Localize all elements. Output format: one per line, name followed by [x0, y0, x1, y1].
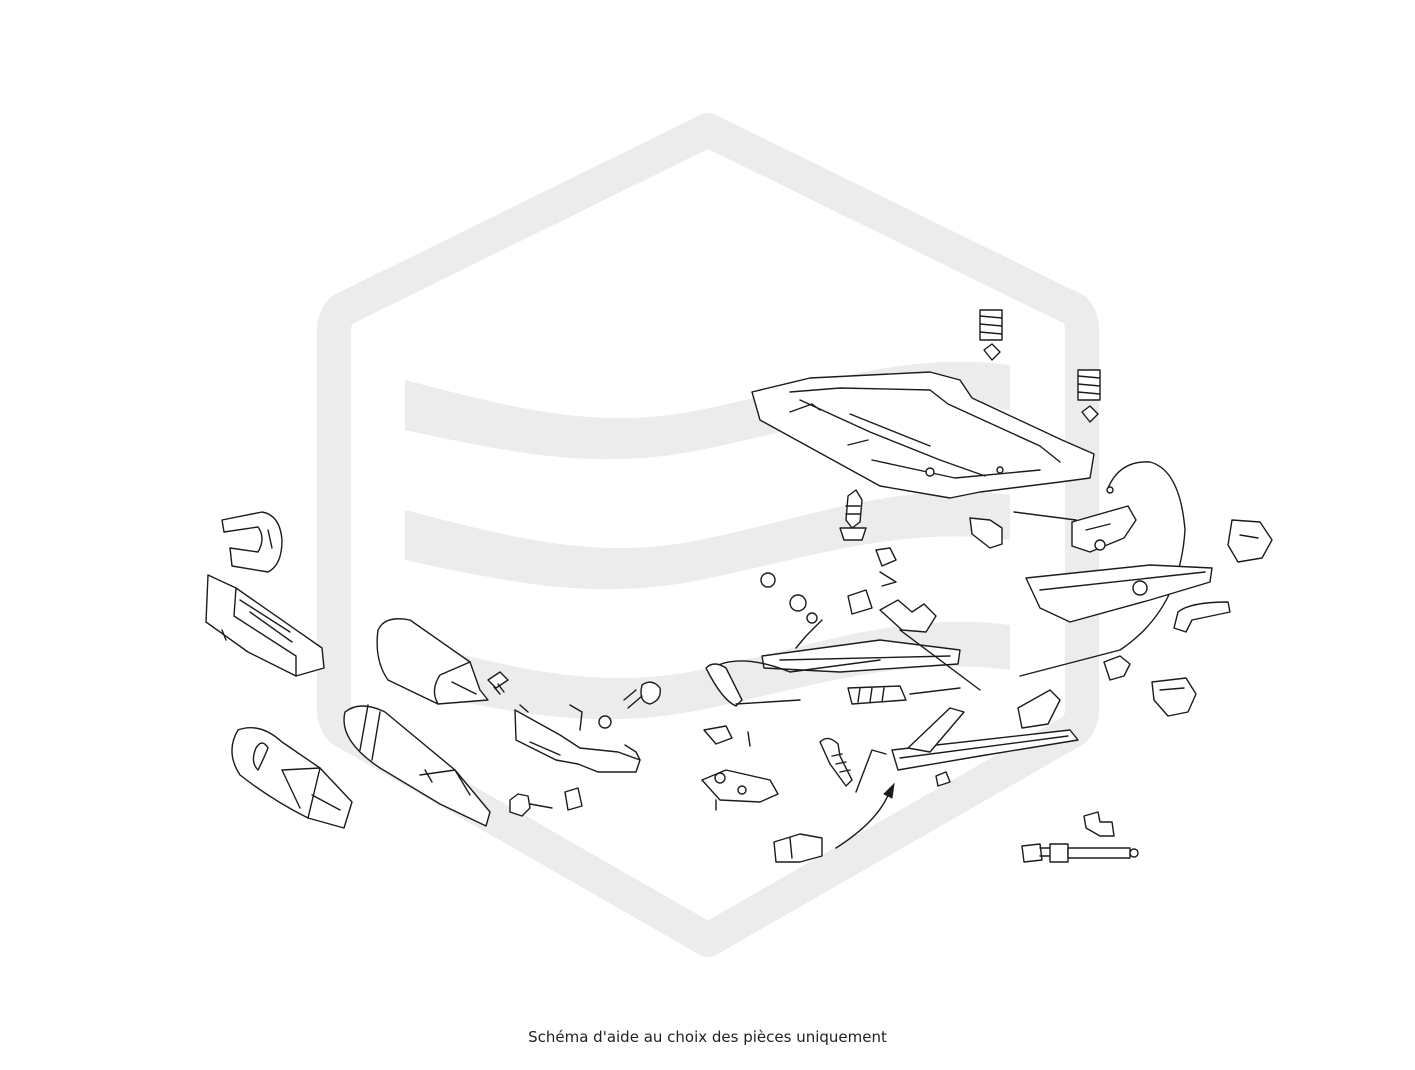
watermark-wave-2: [405, 491, 1010, 590]
clip-connector-part: [1103, 655, 1197, 717]
seat-frame-upper-part: [751, 371, 1095, 499]
actuator-bracket-part: [1071, 505, 1137, 553]
airbag-module-part: [231, 727, 353, 829]
watermark-hexagon-icon: [317, 113, 1099, 957]
hexagon-logo-watermark: [317, 113, 1099, 957]
bolt-flange-part: [509, 787, 583, 817]
spring-top-2-part: [1077, 369, 1101, 423]
spring-link-part: [847, 685, 961, 705]
screw-long-part: [839, 489, 867, 541]
bracket-plate-part: [514, 704, 641, 773]
side-trim-rail-part: [1025, 564, 1213, 623]
cable-wire-part: [1019, 461, 1186, 677]
bolt-hex-part: [969, 511, 1077, 549]
assembly-arrow-icon: [835, 782, 895, 849]
plug-small-part: [875, 547, 897, 587]
pin-small-part: [935, 771, 951, 787]
screw-small-1: [487, 671, 509, 695]
release-bar-part: [705, 659, 881, 707]
end-cap-part: [773, 833, 823, 863]
bushing-parts: [760, 572, 873, 615]
cover-cap-right-part: [1227, 519, 1273, 563]
handle-lever-part: [1173, 601, 1231, 633]
tube-cover-lower-part: [343, 704, 491, 827]
gas-strut-part: [1021, 843, 1139, 863]
spring-top-1-part: [979, 309, 1003, 361]
tube-cover-upper-part: [376, 618, 489, 705]
mount-plate-part: [701, 769, 779, 811]
screw-washer-part: [598, 681, 661, 729]
seat-rail-mechanism-part: [761, 599, 981, 691]
clip-bracket-part: [221, 511, 283, 573]
trim-cover-left-part: [205, 574, 325, 677]
diagram-caption: Schéma d'aide au choix des pièces unique…: [528, 1028, 887, 1046]
lower-rail-part: [891, 689, 1079, 771]
bolt-shoulder-part: [1083, 811, 1115, 837]
clip-small-part: [703, 725, 751, 747]
threaded-stud-part: [819, 737, 887, 793]
